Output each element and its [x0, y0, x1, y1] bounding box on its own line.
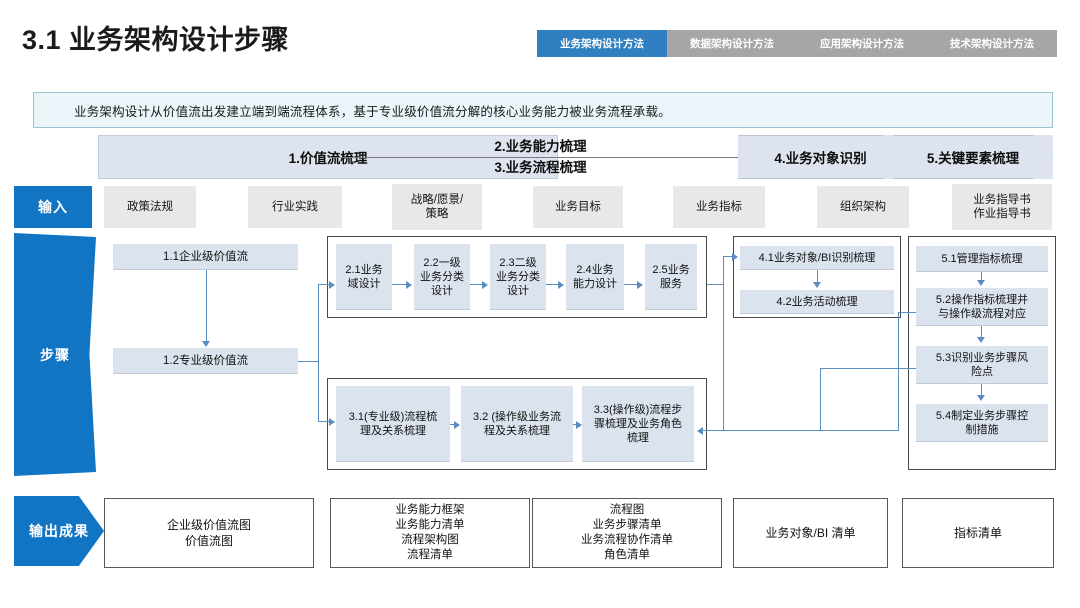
connector-5-3-to-5-4	[981, 384, 982, 396]
connector-5-2-feedback-h2	[820, 430, 899, 431]
step-box-5-3[interactable]: 5.3识别业务步骤风险点	[916, 346, 1048, 384]
arrowhead-1-2-down	[202, 341, 210, 347]
band-label-output: 输出成果	[14, 496, 104, 566]
connector-5-2-feedback-v	[898, 312, 899, 430]
arrowhead-3-3	[576, 421, 582, 429]
arrowhead-5-4-down	[977, 395, 985, 401]
arrowhead-3-3-left	[697, 427, 703, 435]
step-box-2-4[interactable]: 2.4业务能力设计	[566, 244, 624, 310]
phase-4-business-object[interactable]: 4.业务对象识别	[738, 135, 903, 179]
page-title: 3.1 业务架构设计步骤	[22, 25, 290, 55]
step-box-5-1[interactable]: 5.1管理指标梳理	[916, 246, 1048, 272]
connector-2-5-out	[707, 284, 723, 285]
arrowhead-2-2	[406, 281, 412, 289]
connector-object-to-process-v	[723, 284, 724, 430]
connector-5-2-feedback-h	[898, 312, 916, 313]
input-box-guidebook[interactable]: 业务指导书作业指导书	[952, 184, 1052, 230]
input-box-goal[interactable]: 业务目标	[533, 186, 623, 228]
arrowhead-2-5	[637, 281, 643, 289]
connector-2-2-to-2-3	[470, 284, 483, 285]
connector-1-2-out	[298, 361, 318, 362]
phase-3-label: 3.业务流程梳理	[494, 159, 587, 175]
group-capability	[327, 236, 707, 318]
phase-5-key-elements[interactable]: 5.关键要素梳理	[893, 135, 1053, 179]
input-box-strategy[interactable]: 战略/愿景/策略	[392, 184, 482, 230]
step-box-2-1[interactable]: 2.1业务域设计	[336, 244, 392, 310]
band-label-input: 输入	[14, 186, 92, 228]
connector-1-2-riser	[318, 284, 319, 362]
connector-1-1-to-1-2	[206, 270, 207, 342]
input-box-industry[interactable]: 行业实践	[248, 186, 342, 228]
connector-2-1-to-2-2	[392, 284, 407, 285]
connector-2-5-riser	[723, 256, 724, 285]
phase-5-label: 5.关键要素梳理	[926, 151, 1020, 166]
phase-bar: 1.价值流梳理 2.业务能力梳理 3.业务流程梳理 4.业务对象识别 5.关键要…	[98, 135, 1053, 179]
step-box-2-3[interactable]: 2.3二级业务分类设计	[490, 244, 546, 310]
connector-into-2-1	[318, 284, 330, 285]
input-box-kpi[interactable]: 业务指标	[673, 186, 765, 228]
tab-bar: 业务架构设计方法 数据架构设计方法 应用架构设计方法 技术架构设计方法	[537, 30, 1057, 57]
band-label-steps: 步骤	[14, 233, 96, 476]
output-box-object[interactable]: 业务对象/BI 清单	[733, 498, 888, 568]
connector-3-1-to-3-2	[450, 424, 455, 425]
phase-2-3-group[interactable]: 2.业务能力梳理 3.业务流程梳理	[328, 135, 753, 179]
summary-banner: 业务架构设计从价值流出发建立端到端流程体系，基于专业级价值流分解的核心业务能力被…	[33, 92, 1053, 128]
arrowhead-4-1	[732, 253, 738, 261]
arrowhead-2-4	[558, 281, 564, 289]
input-box-policy[interactable]: 政策法规	[104, 186, 196, 228]
step-box-4-2[interactable]: 4.2业务活动梳理	[740, 290, 894, 314]
connector-5-3-feedback-h	[820, 368, 916, 369]
step-box-5-2[interactable]: 5.2操作指标梳理并与操作级流程对应	[916, 288, 1048, 326]
arrowhead-4-2-down	[813, 282, 821, 288]
output-box-value-stream[interactable]: 企业级价值流图价值流图	[104, 498, 314, 568]
group-process	[327, 378, 707, 470]
connector-5-2-to-5-3	[981, 326, 982, 338]
connector-3-2-to-3-3	[573, 424, 577, 425]
phase-1-label: 1.价值流梳理	[288, 151, 368, 166]
connector-5-1-to-5-2	[981, 272, 982, 281]
connector-4-1-to-4-2	[817, 270, 818, 283]
connector-2-3-to-2-4	[546, 284, 559, 285]
step-box-3-1[interactable]: 3.1(专业级)流程梳理及关系梳理	[336, 386, 450, 462]
arrowhead-5-3-down	[977, 337, 985, 343]
step-box-3-2[interactable]: 3.2 (操作级业务流程及关系梳理	[461, 386, 573, 462]
step-box-1-2[interactable]: 1.2专业级价值流	[113, 348, 298, 374]
tab-application-architecture[interactable]: 应用架构设计方法	[820, 38, 904, 50]
arrowhead-5-2-down	[977, 280, 985, 286]
step-box-2-2[interactable]: 2.2一级业务分类设计	[414, 244, 470, 310]
tab-business-architecture[interactable]: 业务架构设计方法	[537, 30, 667, 57]
group-object	[733, 236, 901, 318]
arrowhead-3-1	[329, 418, 335, 426]
connector-1-2-downer	[318, 361, 319, 421]
group-key-elements	[908, 236, 1056, 470]
output-box-process[interactable]: 流程图业务步骤清单业务流程协作清单角色清单	[532, 498, 722, 568]
arrowhead-2-1	[329, 281, 335, 289]
step-box-4-1[interactable]: 4.1业务对象/BI识别梳理	[740, 246, 894, 270]
connector-feedback-to-3-3	[703, 430, 821, 431]
connector-2-4-to-2-5	[624, 284, 638, 285]
input-box-org[interactable]: 组织架构	[817, 186, 909, 228]
phase-4-label: 4.业务对象识别	[774, 151, 867, 166]
step-box-1-1[interactable]: 1.1企业级价值流	[113, 244, 298, 270]
arrowhead-2-3	[482, 281, 488, 289]
arrowhead-3-2	[454, 421, 460, 429]
tab-technology-architecture[interactable]: 技术架构设计方法	[950, 38, 1034, 50]
connector-into-3-1	[318, 421, 330, 422]
connector-into-4-1	[723, 256, 733, 257]
output-box-indicators[interactable]: 指标清单	[902, 498, 1054, 568]
step-box-5-4[interactable]: 5.4制定业务步骤控制措施	[916, 404, 1048, 442]
step-box-2-5[interactable]: 2.5业务服务	[645, 244, 697, 310]
step-box-3-3[interactable]: 3.3(操作级)流程步骤梳理及业务角色梳理	[582, 386, 694, 462]
phase-2-label: 2.业务能力梳理	[328, 137, 753, 158]
summary-banner-text: 业务架构设计从价值流出发建立端到端流程体系，基于专业级价值流分解的核心业务能力被…	[74, 104, 671, 119]
tab-data-architecture[interactable]: 数据架构设计方法	[690, 38, 774, 50]
connector-5-3-feedback-v	[820, 368, 821, 431]
output-box-capability[interactable]: 业务能力框架业务能力清单流程架构图流程清单	[330, 498, 530, 568]
